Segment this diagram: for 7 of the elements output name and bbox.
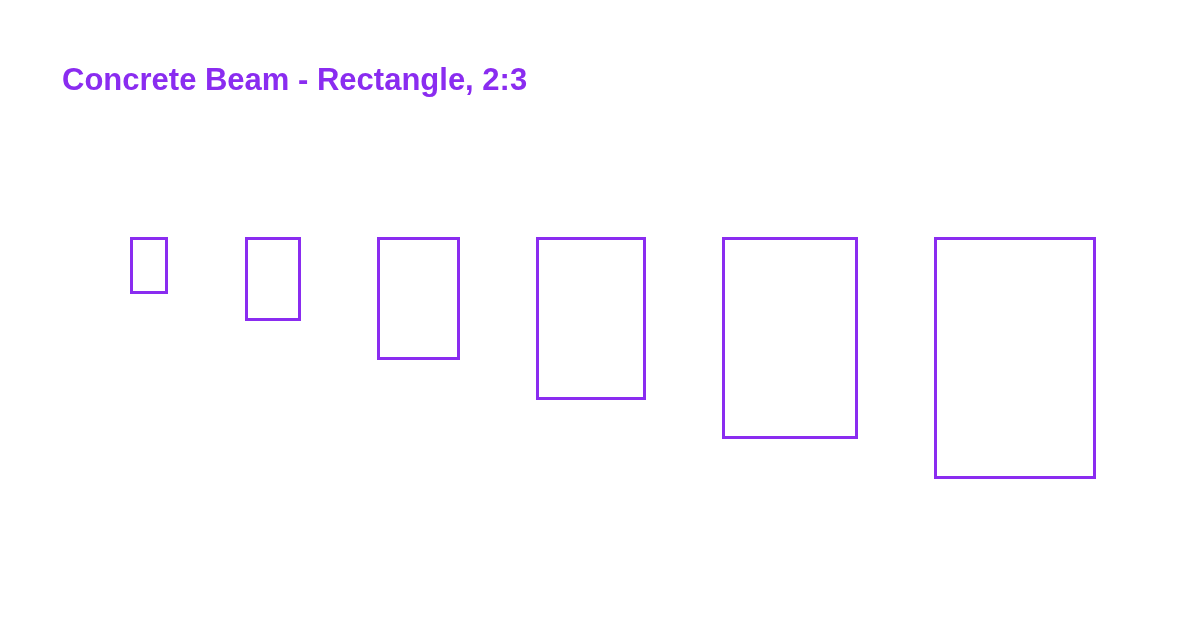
rectangle-outline — [130, 237, 168, 294]
rectangle-outline — [934, 237, 1096, 479]
rectangle-outline — [377, 237, 460, 360]
rectangle-outline — [722, 237, 858, 439]
diagram-title: Concrete Beam - Rectangle, 2:3 — [62, 62, 528, 98]
rectangle-outline — [536, 237, 646, 400]
rectangle-outline — [245, 237, 301, 321]
